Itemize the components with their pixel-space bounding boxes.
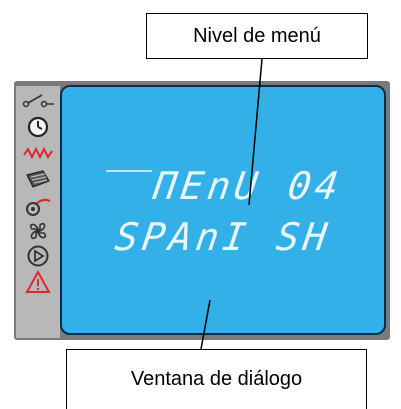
- play-icon: [18, 244, 58, 268]
- valve-icon: [18, 167, 58, 191]
- leader-line-bottom: [200, 299, 211, 350]
- pump-icon: [18, 194, 58, 218]
- switch-icon: [18, 88, 58, 112]
- leader-line-top: [248, 58, 263, 206]
- warning-icon: [18, 270, 58, 294]
- clock-icon: [18, 115, 58, 139]
- zigzag-icon: [18, 141, 58, 165]
- menu-level-label: Nivel de menú: [146, 13, 368, 59]
- fan-icon: [18, 219, 58, 243]
- dialog-window-label: Ventana de diálogo: [66, 349, 367, 409]
- dialog-window-screen: [60, 85, 386, 335]
